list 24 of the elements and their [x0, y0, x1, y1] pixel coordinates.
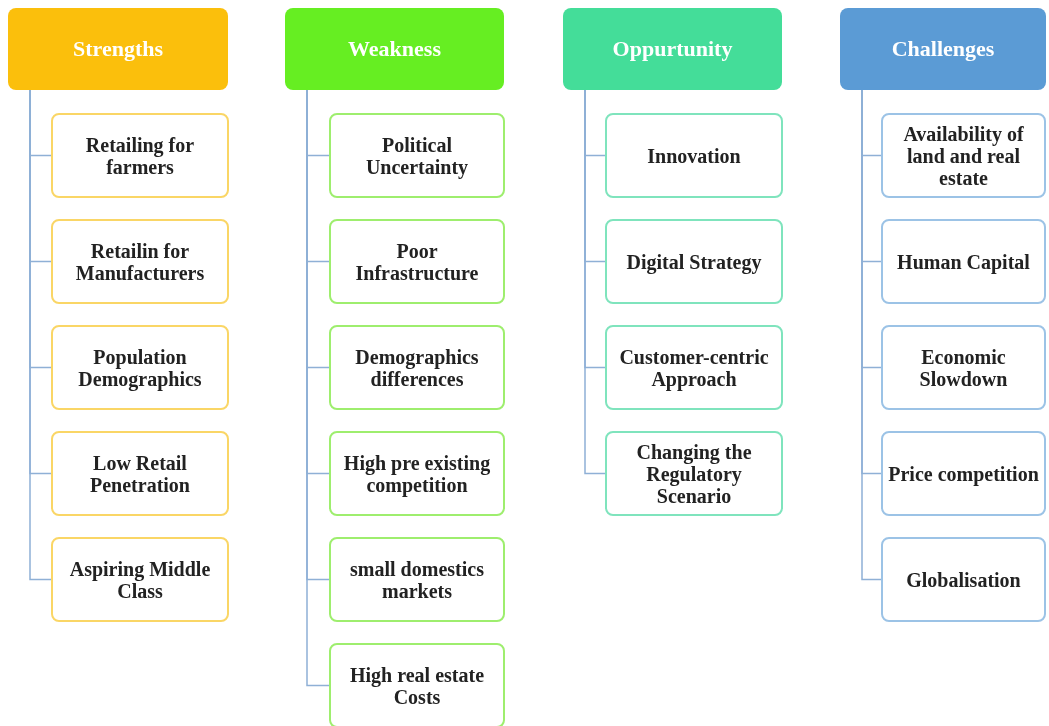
item-box: Customer-centric Approach — [605, 325, 783, 410]
item-box: High real estate Costs — [329, 643, 505, 726]
item-box: Political Uncertainty — [329, 113, 505, 198]
item-box: Population Demographics — [51, 325, 229, 410]
item-box: High pre existing competition — [329, 431, 505, 516]
item-box: Human Capital — [881, 219, 1046, 304]
item-box: Poor Infrastructure — [329, 219, 505, 304]
category-header: Weakness — [285, 8, 504, 90]
category-header: Strengths — [8, 8, 228, 90]
item-box: Economic Slowdown — [881, 325, 1046, 410]
item-box: Low Retail Penetration — [51, 431, 229, 516]
item-box: Changing the Regulatory Scenario — [605, 431, 783, 516]
item-box: Globalisation — [881, 537, 1046, 622]
category-header: Oppurtunity — [563, 8, 782, 90]
item-box: Innovation — [605, 113, 783, 198]
item-box: Demographics differences — [329, 325, 505, 410]
item-box: Price competition — [881, 431, 1046, 516]
item-box: small domestics markets — [329, 537, 505, 622]
item-box: Digital Strategy — [605, 219, 783, 304]
item-box: Aspiring Middle Class — [51, 537, 229, 622]
category-header: Challenges — [840, 8, 1046, 90]
item-box: Retailing for farmers — [51, 113, 229, 198]
item-box: Retailin for Manufacturers — [51, 219, 229, 304]
item-box: Availability of land and real estate — [881, 113, 1046, 198]
